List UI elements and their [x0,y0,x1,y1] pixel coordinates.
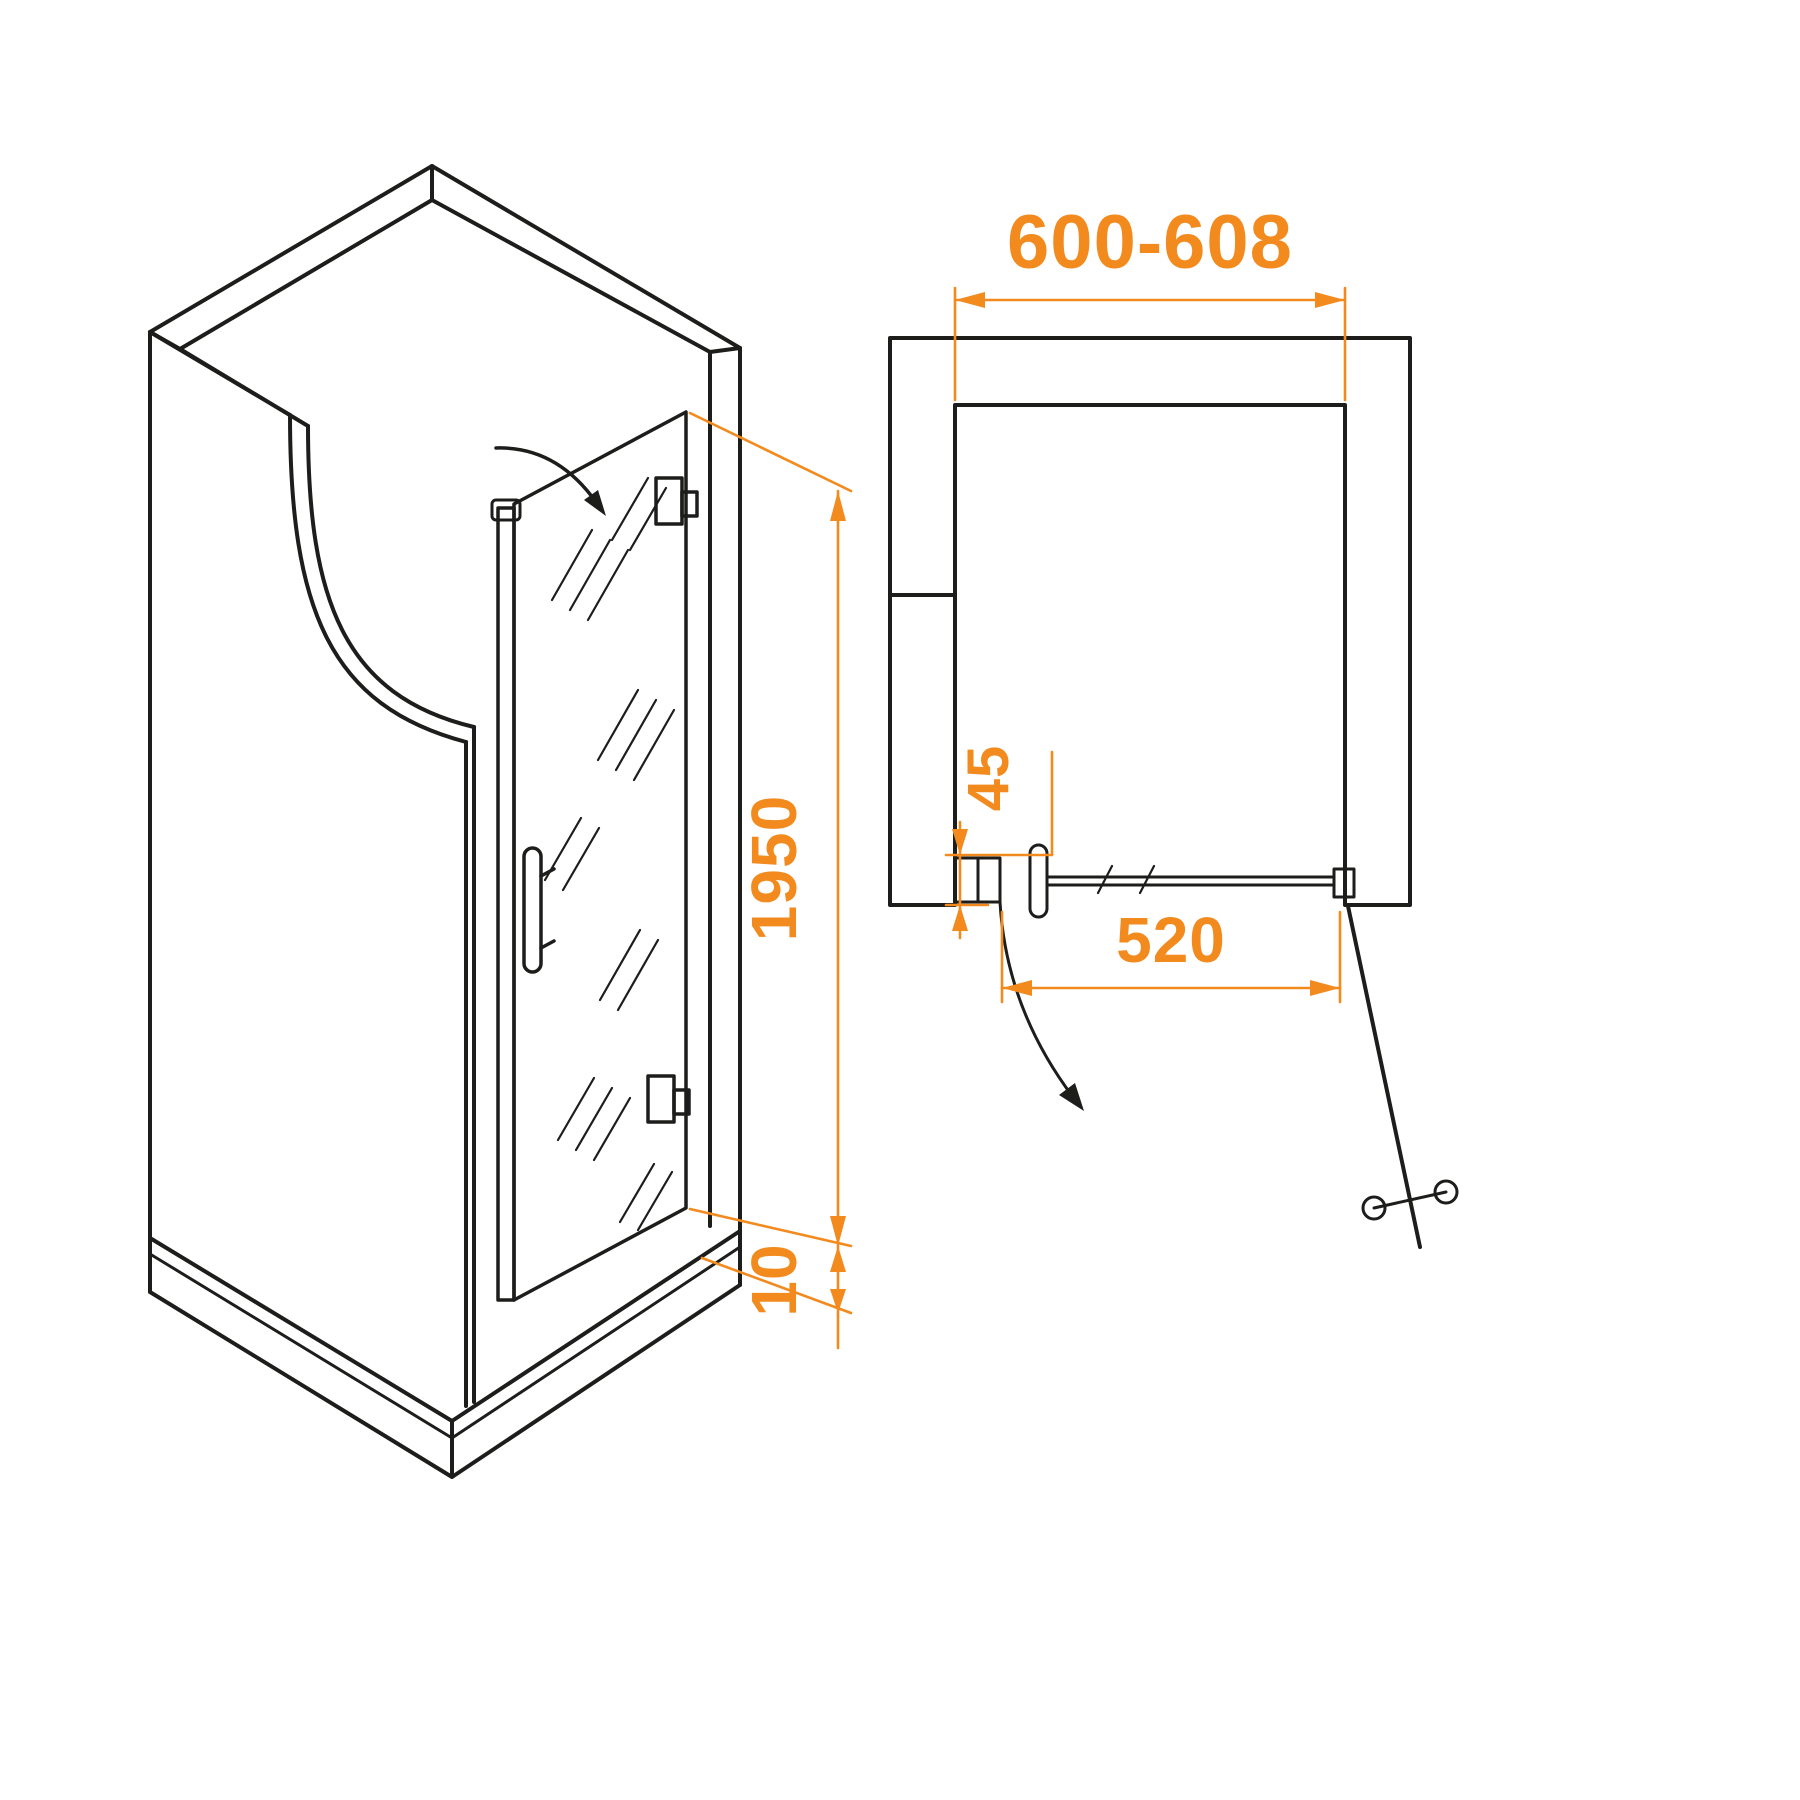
glass-door-panel [512,410,688,1302]
door-jamb-edges [464,725,476,1408]
arrowhead [952,905,968,931]
left-wall-top-edges [148,330,310,428]
arrowhead [830,1289,846,1313]
top-hinge-plate [654,476,684,526]
arrowhead [830,1246,846,1272]
plan-door-open [1346,904,1459,1249]
dimension-label-door-width: 520 [1116,904,1226,976]
handle-bar [522,846,543,974]
arrowhead [1310,980,1340,996]
tray-rim [148,1229,742,1479]
dimension-label-door-height: 1950 [738,795,810,941]
plan-profile-outline [953,856,1002,904]
door-handle [522,846,556,974]
plan-door-glass-ticks [1096,864,1156,895]
glass-door [512,410,699,1302]
plan-door-glass-lines [1046,875,1336,887]
plan-view: 600-608 45 520 [888,200,1459,1249]
plan-hinge-block [1332,867,1356,899]
bottom-hinge-plate [646,1074,676,1124]
plan-door-swing-arrowhead [1059,1083,1084,1111]
plan-door-swing-arc [998,900,1075,1099]
dimension-label-bottom-clearance: 10 [738,1243,810,1316]
top-hinge-knuckle [680,490,699,518]
arrowhead [955,292,985,308]
dimension-door-width: 520 [1000,904,1342,1004]
bottom-hinge-knuckle [672,1088,691,1116]
door-swing-arc-iso [494,446,598,504]
plan-door-swing [998,900,1084,1111]
profile-witness-lines [944,750,1054,907]
dimension-label-profile-depth: 45 [956,745,1021,812]
dimension-door-height: 1950 10 [688,411,853,1350]
arrowhead [830,491,846,521]
height-witness-lines [688,411,853,1315]
width-witness-lines [953,286,1347,402]
shower-tray [148,1229,742,1479]
glass-reflection-marks [543,476,676,1232]
plan-handle-knob-left [1361,1195,1387,1221]
dimension-opening-width: 600-608 [953,200,1347,402]
wall-profile-strip [490,498,522,1302]
wall-profile-cap [490,498,522,522]
plan-open-door-leaf [1346,904,1422,1249]
left-wall-cutaway-curve [288,413,476,744]
top-hinge [654,476,699,526]
plan-wall-profile [953,843,1049,919]
isometric-view: 1950 10 [148,164,853,1479]
arrowhead [1315,292,1345,308]
arrowhead [830,1216,846,1246]
arrowhead [1002,980,1032,996]
bottom-hinge [646,1074,691,1124]
dimension-profile-depth: 45 [944,745,1054,940]
door-swing-arrowhead-iso [584,490,606,516]
door-swing-arrow-iso [494,446,606,516]
wall-profile-bar [496,506,516,1302]
tray-rim-inner-line [148,1245,742,1440]
dimension-label-opening-width: 600-608 [1007,200,1293,285]
plan-door-closed [1046,864,1356,899]
arrowhead [952,829,968,855]
plan-closing-strip [1028,843,1049,919]
plan-handle-knob-right [1433,1179,1459,1205]
plan-walls [888,336,1412,907]
handle-posts [539,867,556,950]
enclosure-inner-edges [148,164,742,1228]
